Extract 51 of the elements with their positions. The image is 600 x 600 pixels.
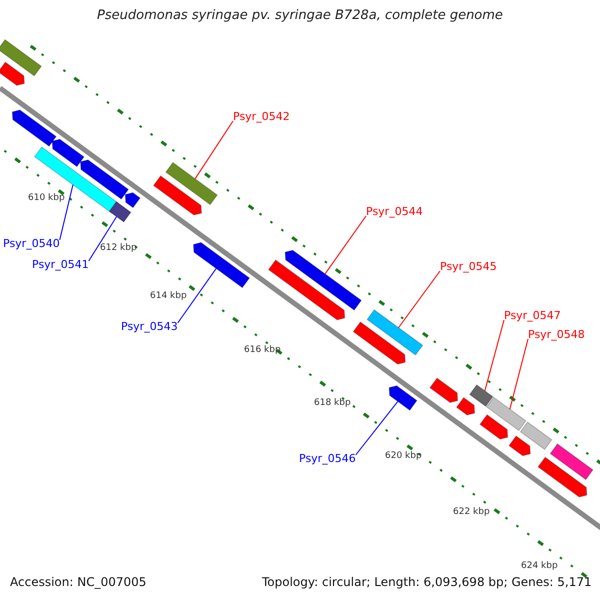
scale-label: 624 kbp [521,561,558,571]
gene-feature [0,62,25,86]
scale-label: 610 kbp [28,193,65,203]
scale-label: 612 kbp [100,243,137,253]
leader-line [88,216,117,262]
leader-line [484,320,504,392]
gene-feature [538,456,588,498]
gene-feature [352,321,406,365]
gene-feature [388,385,418,411]
leader-line [177,268,217,324]
gene-feature [268,259,346,320]
gene-label: Psyr_0544 [366,205,423,218]
leader-line [509,338,528,410]
gene-feature [12,110,57,147]
gene-feature [366,309,424,356]
gene-feature [550,443,594,480]
gene-label: Psyr_0540 [3,237,60,250]
gene-feature [479,414,508,440]
gene-feature [80,159,129,200]
leader-line [194,120,234,180]
leader-line [355,401,398,456]
accession-text: Accession: NC_007005 [10,575,146,589]
gene-feature [0,39,42,76]
gene-feature [153,175,202,216]
gene-feature [520,422,552,450]
gene-label: Psyr_0542 [233,110,290,123]
scale-label: 618 kbp [314,398,351,408]
gene-feature [469,384,494,407]
scale-label: 622 kbp [453,507,490,517]
gene-feature [456,397,476,416]
gene-label: Psyr_0547 [504,309,561,322]
gene-feature [508,435,531,456]
gene-label: Psyr_0546 [299,452,356,465]
scale-label: 620 kbp [385,451,422,461]
scale-label: 616 kbp [244,345,281,355]
genome-info-text: Topology: circular; Length: 6,093,698 bp; Genes: 5,171 [262,575,592,589]
gene-feature [429,378,458,403]
map-title: Pseudomonas syringae pv. syringae B728a, complete genome [96,8,504,23]
leader-line [59,184,74,240]
gene-feature [52,138,85,168]
gene-label: Psyr_0541 [32,258,89,271]
gene-feature [486,396,526,432]
scale-label: 614 kbp [150,291,187,301]
gene-feature [165,162,218,206]
gene-label: Psyr_0545 [440,260,497,273]
gene-feature [284,250,362,311]
gene-feature [193,242,250,288]
gene-feature [124,192,141,208]
leader-line [398,270,440,328]
gene-label: Psyr_0548 [528,328,585,341]
gene-label: Psyr_0543 [121,320,178,333]
